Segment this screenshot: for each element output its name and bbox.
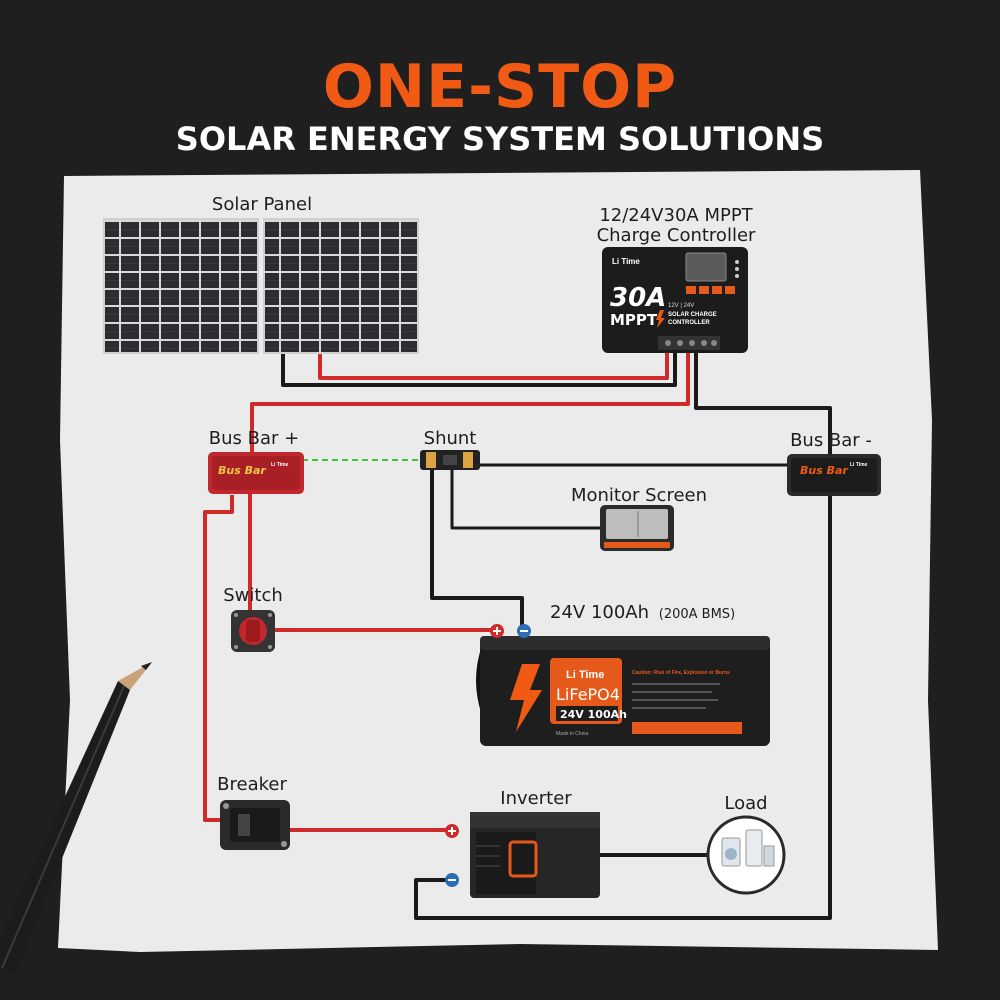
load-icon xyxy=(706,815,786,895)
bus-bar-positive-device-label: Bus Bar xyxy=(218,464,266,477)
shunt-device xyxy=(420,450,480,470)
wire-shunt-to-battery-negative xyxy=(430,470,524,628)
pencil-illustration xyxy=(0,662,152,975)
label-inverter: Inverter xyxy=(500,788,572,809)
wire-busbar-to-inverter-negative xyxy=(414,495,832,920)
battery-rating-label: 24V 100Ah xyxy=(560,708,627,721)
bus-bar-negative: Bus Bar Li Time xyxy=(787,454,881,496)
headline: ONE-STOP xyxy=(322,52,678,122)
controller-big-text: 30A xyxy=(610,283,666,313)
label-shunt: Shunt xyxy=(424,428,477,449)
paper-sheet xyxy=(58,170,938,952)
battery-caution: Caution: Risk of Fire, Explosion or Burn… xyxy=(632,670,730,676)
label-controller-line2: Charge Controller xyxy=(597,225,756,246)
controller-brand: Li Time xyxy=(612,257,640,266)
solar-panel-left xyxy=(103,218,259,354)
wire-controller-to-busbar-negative xyxy=(694,350,832,455)
label-controller-line1: 12/24V30A MPPT xyxy=(599,205,753,226)
wire-controller-to-busbar-positive xyxy=(250,350,690,455)
battery-negative-terminal-icon xyxy=(517,624,531,638)
bus-bar-positive: Bus Bar Li Time xyxy=(208,452,304,494)
inverter-positive-terminal-icon xyxy=(445,824,459,838)
label-solar-panel: Solar Panel xyxy=(212,194,312,215)
label-monitor-screen: Monitor Screen xyxy=(571,485,707,506)
label-battery: 24V 100Ah (200A BMS) xyxy=(550,602,735,623)
inverter-negative-terminal-icon xyxy=(445,873,459,887)
controller-display xyxy=(685,252,727,282)
solar-panel-right xyxy=(263,218,419,354)
battery-chem: LiFePO4 xyxy=(556,685,620,704)
wire-panel-to-controller-negative xyxy=(281,350,677,387)
battery-brand: Li Time xyxy=(566,669,604,681)
label-bus-bar-positive: Bus Bar + xyxy=(209,428,299,449)
battery-device: Li Time LiFePO4 24V 100Ah Made in China … xyxy=(476,636,770,746)
solar-panel xyxy=(103,218,419,354)
wire-panel-to-controller-positive xyxy=(318,350,669,380)
controller-line1: SOLAR CHARGE xyxy=(668,312,717,318)
breaker-device xyxy=(220,800,290,850)
wire-shunt-to-monitor xyxy=(450,470,600,530)
inverter-device xyxy=(470,812,600,898)
battery-positive-terminal-icon xyxy=(490,624,504,638)
label-switch: Switch xyxy=(223,585,283,606)
bus-bar-positive-brand: Li Time xyxy=(271,462,289,468)
label-battery-bms: (200A BMS) xyxy=(659,607,735,622)
controller-voltage: 12V | 24V xyxy=(668,303,694,309)
battery-made: Made in China xyxy=(556,731,588,737)
controller-line2: CONTROLLER xyxy=(668,320,710,326)
label-load: Load xyxy=(724,793,767,814)
label-battery-main: 24V 100Ah xyxy=(550,602,649,623)
label-bus-bar-negative: Bus Bar - xyxy=(790,430,872,451)
charge-controller: Li Time 30A MPPT 12V | 24V SOLAR CHARGE … xyxy=(602,247,748,353)
lightning-bolt-icon xyxy=(510,664,542,732)
monitor-screen-device xyxy=(600,505,674,551)
label-breaker: Breaker xyxy=(217,774,287,795)
wire-busbar-to-breaker xyxy=(203,495,234,822)
bus-bar-negative-brand: Li Time xyxy=(850,462,868,468)
controller-mppt-text: MPPT xyxy=(610,311,658,329)
battery-switch xyxy=(231,610,275,652)
bus-bar-negative-device-label: Bus Bar xyxy=(800,464,848,477)
subheadline: SOLAR ENERGY SYSTEM SOLUTIONS xyxy=(175,120,825,158)
wires xyxy=(203,350,832,920)
